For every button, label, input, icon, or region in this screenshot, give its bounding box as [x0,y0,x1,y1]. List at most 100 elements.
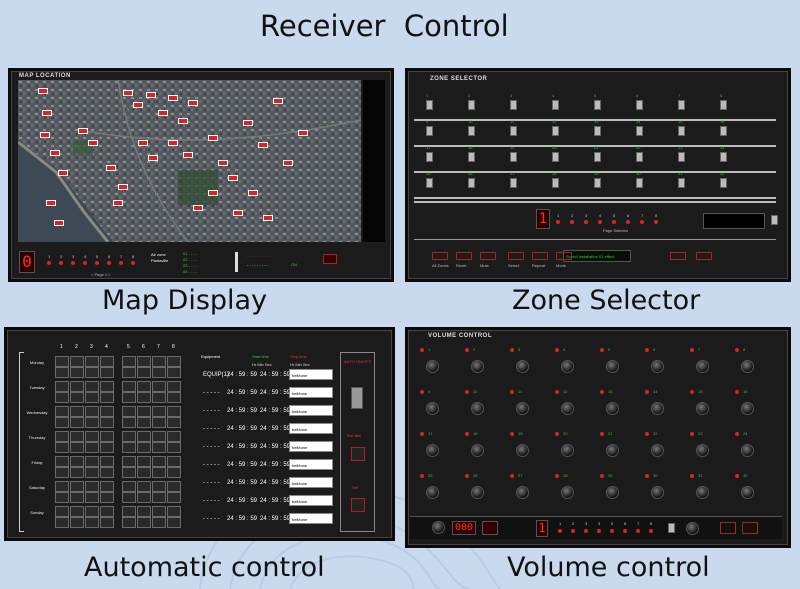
zone-page-button[interactable] [584,220,588,224]
volume-page-button[interactable] [649,529,653,533]
volume-toggle-switch[interactable] [668,523,675,533]
auto-row-file-field[interactable]: bell/tone [289,459,333,470]
zone-switch[interactable] [678,100,685,110]
auto-schedule-cell[interactable] [70,442,84,453]
map-location-marker[interactable] [243,120,253,126]
map-location-marker[interactable] [148,155,158,161]
auto-schedule-cell[interactable] [85,492,99,503]
map-location-marker[interactable] [54,220,64,226]
auto-schedule-cell[interactable] [137,381,151,392]
map-location-marker[interactable] [188,100,198,106]
map-location-marker[interactable] [208,190,218,196]
zone-page-button[interactable] [570,220,574,224]
auto-schedule-cell[interactable] [85,417,99,428]
auto-schedule-cell[interactable] [137,406,151,417]
volume-mute-dot[interactable] [465,348,469,352]
auto-schedule-cell[interactable] [55,381,69,392]
auto-row-file-field[interactable]: bell/tone [289,405,333,416]
map-location-marker[interactable] [113,200,123,206]
map-location-marker[interactable] [42,110,52,116]
auto-schedule-cell[interactable] [122,506,136,517]
auto-schedule-cell[interactable] [152,367,166,378]
auto-schedule-cell[interactable] [137,517,151,528]
zone-switch[interactable] [426,126,433,136]
auto-schedule-cell[interactable] [122,431,136,442]
auto-row-file-field[interactable]: bell/tone [289,513,333,524]
auto-schedule-cell[interactable] [167,467,181,478]
volume-knob[interactable] [606,360,619,373]
auto-schedule-cell[interactable] [152,406,166,417]
auto-schedule-cell[interactable] [55,367,69,378]
map-zone-button[interactable] [119,261,123,265]
auto-row-file-field[interactable]: bell/tone [289,477,333,488]
map-location-marker[interactable] [283,160,293,166]
auto-schedule-cell[interactable] [167,381,181,392]
auto-row-file-field[interactable]: bell/tone [289,369,333,380]
auto-schedule-cell[interactable] [122,456,136,467]
zone-switch[interactable] [426,152,433,162]
zone-page-button[interactable] [626,220,630,224]
auto-schedule-cell[interactable] [137,392,151,403]
auto-schedule-cell[interactable] [85,392,99,403]
map-location-marker[interactable] [146,92,156,98]
auto-set-button[interactable] [351,498,365,512]
volume-mute-dot[interactable] [555,390,559,394]
volume-mute-dot[interactable] [600,432,604,436]
map-location-marker[interactable] [46,200,56,206]
map-zone-button[interactable] [83,261,87,265]
map-location-marker[interactable] [106,165,116,171]
volume-page-button[interactable] [558,529,562,533]
volume-knob[interactable] [471,360,484,373]
zone-switch[interactable] [510,152,517,162]
zone-switch[interactable] [636,178,643,188]
zone-switch[interactable] [594,178,601,188]
volume-mute-dot[interactable] [420,348,424,352]
zone-switch[interactable] [510,178,517,188]
auto-schedule-cell[interactable] [100,381,114,392]
auto-schedule-cell[interactable] [167,492,181,503]
auto-schedule-cell[interactable] [137,467,151,478]
volume-mute-dot[interactable] [555,348,559,352]
auto-schedule-cell[interactable] [55,442,69,453]
map-zone-button[interactable] [107,261,111,265]
map-location-marker[interactable] [178,118,188,124]
zone-switch[interactable] [636,100,643,110]
auto-schedule-cell[interactable] [70,367,84,378]
auto-schedule-cell[interactable] [100,492,114,503]
auto-schedule-cell[interactable] [85,431,99,442]
auto-schedule-cell[interactable] [137,506,151,517]
zone-switch[interactable] [594,152,601,162]
auto-schedule-cell[interactable] [85,467,99,478]
auto-schedule-cell[interactable] [137,456,151,467]
volume-mute-dot[interactable] [645,348,649,352]
volume-knob[interactable] [561,360,574,373]
volume-knob[interactable] [561,444,574,457]
auto-schedule-cell[interactable] [70,506,84,517]
volume-knob[interactable] [471,402,484,415]
auto-schedule-cell[interactable] [137,481,151,492]
zone-switch[interactable] [720,152,727,162]
auto-schedule-cell[interactable] [100,456,114,467]
zone-page-button[interactable] [612,220,616,224]
auto-schedule-cell[interactable] [122,481,136,492]
auto-schedule-cell[interactable] [152,506,166,517]
auto-schedule-cell[interactable] [100,467,114,478]
map-location-marker[interactable] [168,140,178,146]
volume-mute-dot[interactable] [510,474,514,478]
zone-switch[interactable] [552,126,559,136]
auto-schedule-cell[interactable] [137,492,151,503]
auto-row-file-field[interactable]: bell/tone [289,423,333,434]
auto-schedule-cell[interactable] [85,381,99,392]
zone-switch[interactable] [510,100,517,110]
volume-knob[interactable] [651,444,664,457]
map-location-marker[interactable] [40,132,50,138]
auto-schedule-cell[interactable] [122,367,136,378]
auto-schedule-cell[interactable] [55,456,69,467]
auto-onoff-switch[interactable] [351,387,363,409]
volume-knob[interactable] [561,486,574,499]
volume-page-button[interactable] [571,529,575,533]
auto-schedule-cell[interactable] [55,406,69,417]
volume-page-button[interactable] [636,529,640,533]
map-location-marker[interactable] [133,102,143,108]
auto-schedule-cell[interactable] [70,406,84,417]
